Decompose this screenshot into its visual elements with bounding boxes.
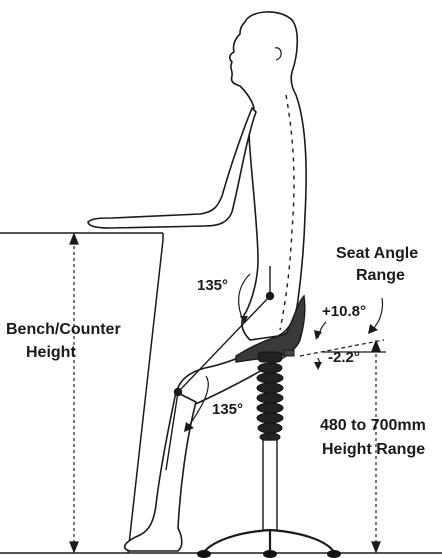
seat-angle-minus-label: -2.2°	[328, 349, 360, 366]
stool-base	[204, 530, 334, 552]
height-range-label-line1: 480 to 700mm	[320, 417, 426, 434]
height-range-label-line2: Height Range	[322, 441, 425, 458]
bench-counter	[0, 233, 163, 553]
bench-height-label-line1: Bench/Counter	[6, 321, 121, 338]
seat-angle-label-line1: Seat Angle	[336, 245, 418, 262]
bench-height-label-line2: Height	[26, 344, 76, 361]
gas-lift-column	[257, 352, 283, 441]
stool-pole	[263, 440, 277, 530]
seat-angle-label-line2: Range	[356, 267, 405, 284]
bench-height-dimension	[70, 234, 78, 552]
stool-casters	[197, 550, 341, 558]
hip-angle-label: 135°	[197, 277, 228, 294]
seat-angle-plus-label: +10.8°	[322, 303, 366, 320]
knee-angle-label: 135°	[212, 401, 243, 418]
